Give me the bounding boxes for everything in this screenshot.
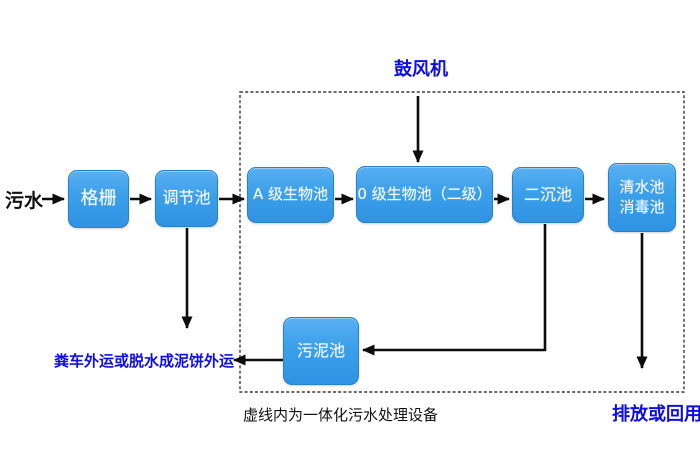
node-regulating-tank: 调节池 — [155, 170, 218, 227]
node-o-bio-tank-label: 0 级生物池（二级） — [357, 184, 492, 203]
node-o-bio-tank: 0 级生物池（二级） — [356, 166, 493, 223]
boundary-caption-label: 虚线内为一体化污水处理设备 — [243, 406, 439, 424]
node-sludge-tank-label: 污泥池 — [296, 340, 345, 360]
discharge-label: 排放或回用 — [612, 404, 700, 425]
node-clear-water-disinfection-tank: 清水池 消毒池 — [608, 163, 676, 232]
sludge-disposal-label: 粪车外运或脱水成泥饼外运 — [54, 352, 235, 370]
node-a-bio-tank: A 级生物池 — [247, 167, 334, 223]
edge-secondary-to-sludge — [362, 224, 547, 356]
influent-label: 污水 — [5, 190, 44, 212]
node-secondary-clarifier: 二沉池 — [512, 167, 584, 223]
node-grid-label: 格栅 — [80, 188, 117, 210]
node-regulating-tank-label: 调节池 — [162, 188, 211, 208]
node-sludge-tank: 污泥池 — [283, 317, 359, 385]
node-grid: 格栅 — [68, 170, 129, 228]
equipment-boundary-dashed-box — [239, 91, 685, 393]
node-a-bio-tank-label: A 级生物池 — [252, 185, 329, 204]
node-clear-water-label-line1: 清水池 — [619, 178, 665, 196]
node-secondary-clarifier-label: 二沉池 — [523, 184, 572, 204]
node-clear-water-label-line2: 消毒池 — [619, 197, 665, 216]
blower-label: 鼓风机 — [394, 59, 448, 80]
